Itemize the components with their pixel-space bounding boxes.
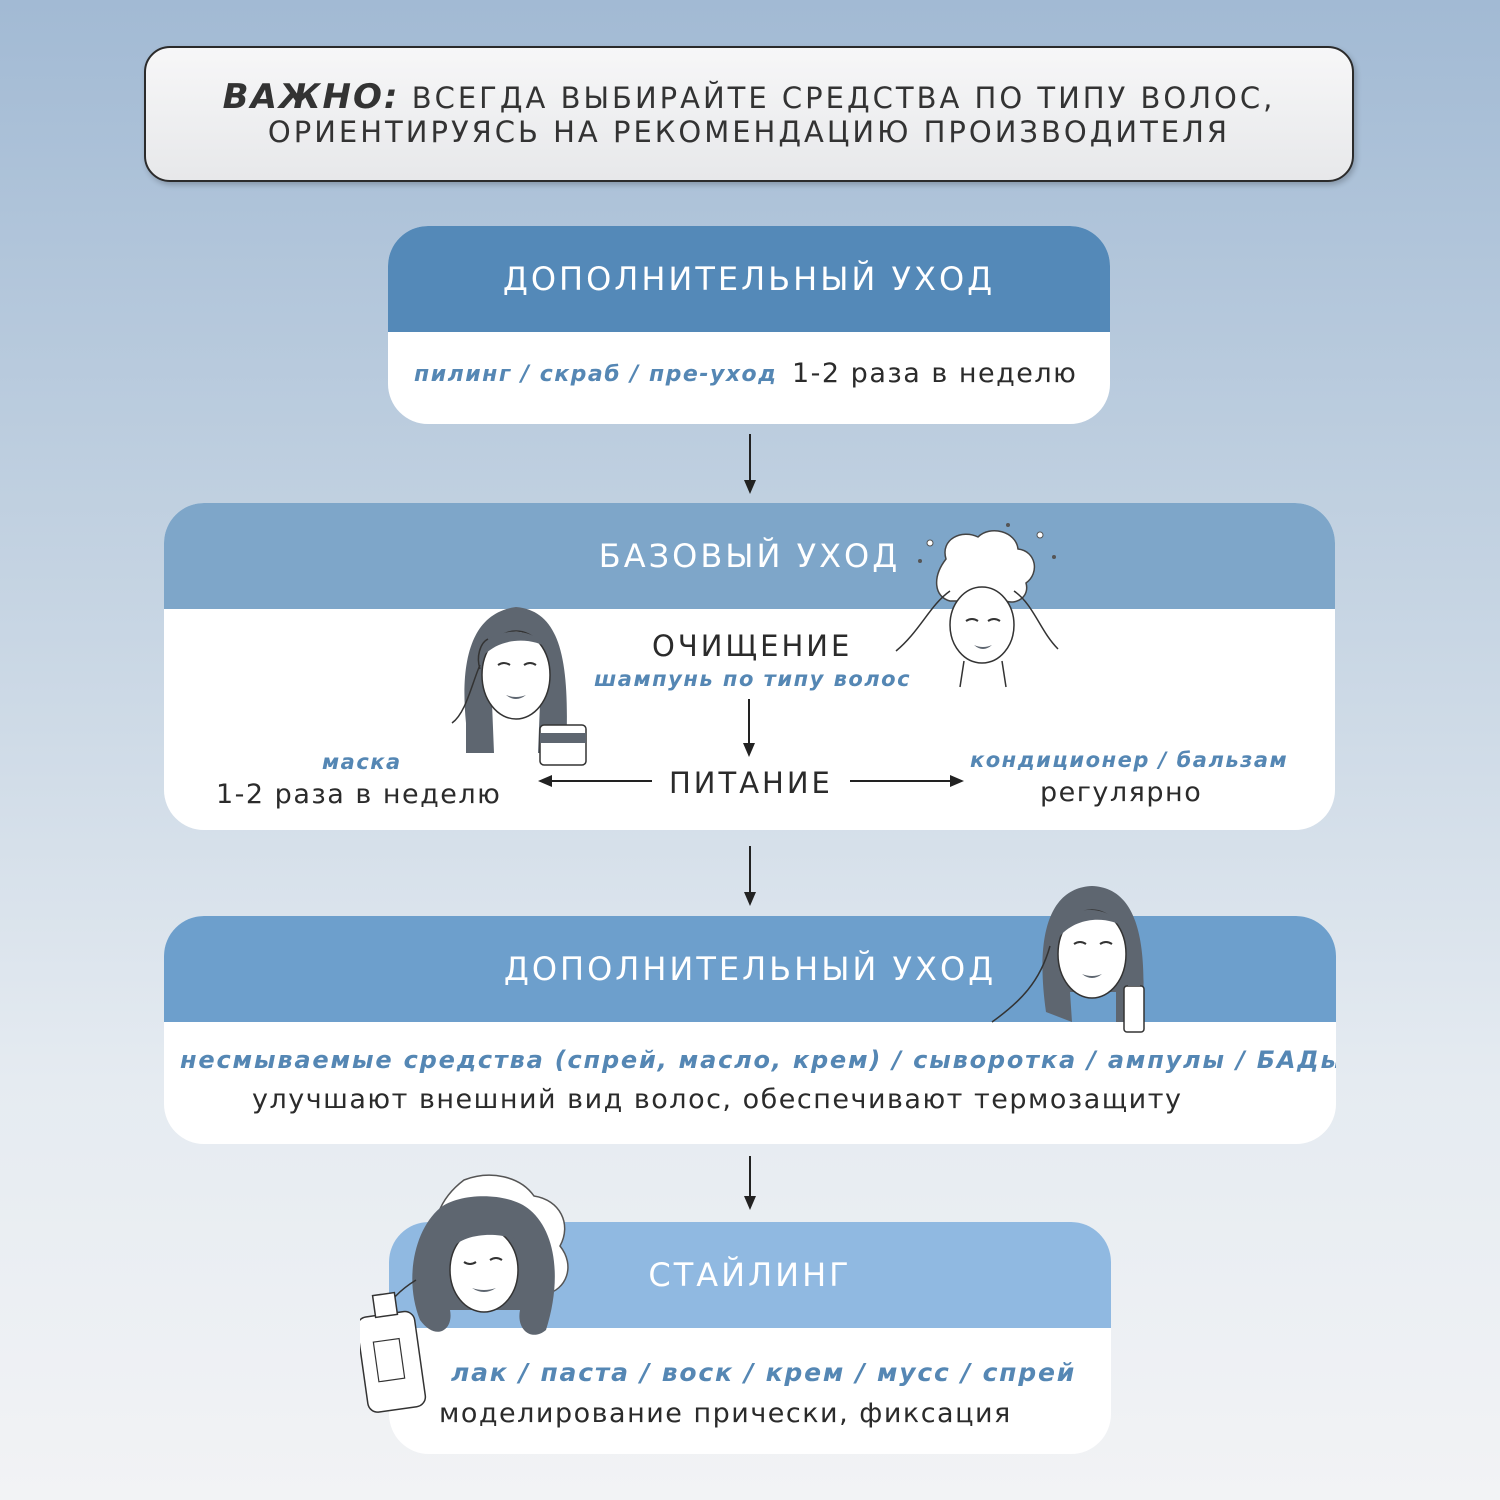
woman-hairspray-illustration — [360, 1174, 569, 1413]
mask-frequency: 1-2 раза в неделю — [216, 779, 502, 810]
down-arrow-icon — [743, 699, 755, 757]
cleansing-product: шампунь по типу волос — [594, 667, 912, 691]
note-line-2: ОРИЕНТИРУЯСЬ НА РЕКОМЕНДАЦИЮ ПРОИЗВОДИТЕ… — [267, 114, 1231, 149]
styling-description: моделирование прически, фиксация — [439, 1398, 1012, 1429]
right-arrow-icon — [850, 775, 964, 787]
woman-mask-illustration — [451, 607, 587, 766]
note-label: ВАЖНО: — [222, 76, 400, 117]
step-basic-care-title: БАЗОВЫЙ УХОД — [164, 503, 1335, 609]
woman-shampoo-illustration — [895, 523, 1059, 688]
styling-products: лак / паста / воск / крем / мусс / спрей — [451, 1358, 1077, 1387]
down-arrow-icon — [744, 434, 756, 494]
important-note: ВАЖНО: ВСЕГДА ВЫБИРАЙТЕ СРЕДСТВА ПО ТИПУ… — [144, 46, 1354, 182]
left-arrow-icon — [538, 775, 652, 787]
leave-in-products: несмываемые средства (спрей, масло, крем… — [180, 1046, 1336, 1074]
leave-in-description: улучшают внешний вид волос, обеспечивают… — [252, 1084, 1183, 1115]
step-additional-care-products: пилинг / скраб / пре-уход — [414, 362, 778, 387]
step-additional-care-title: ДОПОЛНИТЕЛЬНЫЙ УХОД — [388, 226, 1110, 332]
step-additional-care-frequency: 1-2 раза в неделю — [792, 358, 1078, 389]
mask-product: маска — [322, 750, 402, 774]
conditioner-product: кондиционер / бальзам — [970, 748, 1289, 772]
conditioner-frequency: регулярно — [1040, 777, 1203, 808]
step-additional-care-card: ДОПОЛНИТЕЛЬНЫЙ УХОД пилинг / скраб / пре… — [388, 226, 1110, 424]
down-arrow-icon — [744, 846, 756, 906]
note-text-1: ВСЕГДА ВЫБИРАЙТЕ СРЕДСТВА ПО ТИПУ ВОЛОС, — [411, 80, 1276, 115]
step-basic-care-card: БАЗОВЫЙ УХОД ОЧИЩЕНИЕ шампунь по типу во… — [164, 503, 1335, 830]
woman-serum-illustration — [991, 886, 1145, 1033]
nutrition-label: ПИТАНИЕ — [669, 766, 833, 800]
down-arrow-icon — [744, 1156, 756, 1210]
note-line-1: ВАЖНО: ВСЕГДА ВЫБИРАЙТЕ СРЕДСТВА ПО ТИПУ… — [223, 80, 1276, 115]
cleansing-label: ОЧИЩЕНИЕ — [652, 629, 853, 663]
